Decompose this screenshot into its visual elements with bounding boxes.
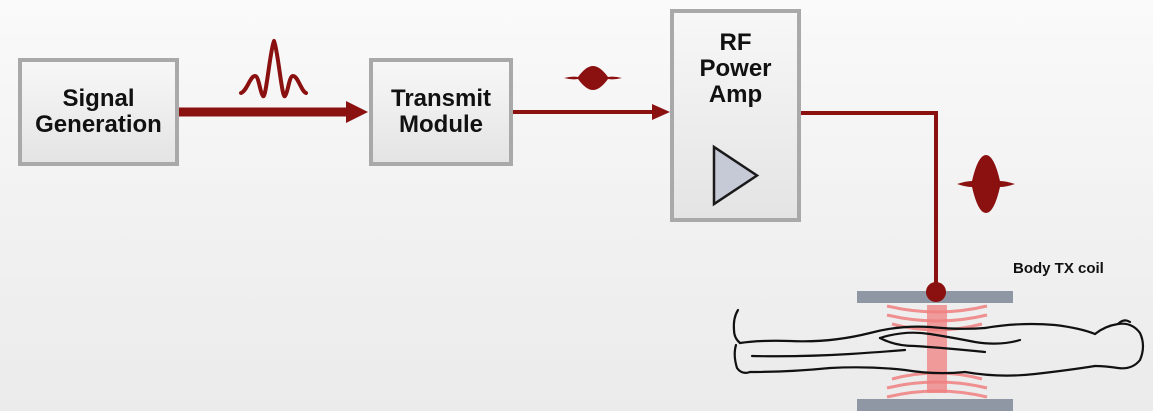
amp-to-coil-line: [801, 111, 938, 291]
sinc-pulse-icon: [239, 39, 308, 99]
transmit-module-block: Transmit Module: [369, 58, 513, 166]
human-body-outline: [732, 308, 1145, 377]
rf-field-arcs: [886, 304, 988, 399]
arrowhead-signal-to-transmit: [346, 101, 368, 123]
coil-plate-bottom: [857, 399, 1013, 411]
rf-power-amp-label: RF Power Amp: [699, 29, 772, 108]
signal-generation-block: Signal Generation: [18, 58, 179, 166]
transmit-module-label: Transmit Module: [390, 85, 492, 138]
signal-generation-label: Signal Generation: [35, 85, 162, 138]
amplifier-symbol-icon: [712, 144, 760, 207]
body-tx-coil-label: Body TX coil: [1013, 260, 1104, 277]
large-modulated-pulse-icon: [957, 155, 1015, 213]
modulated-pulse-icon: [564, 66, 622, 90]
arrowhead-transmit-to-amp: [652, 104, 670, 120]
coil-connection-dot: [926, 282, 946, 302]
